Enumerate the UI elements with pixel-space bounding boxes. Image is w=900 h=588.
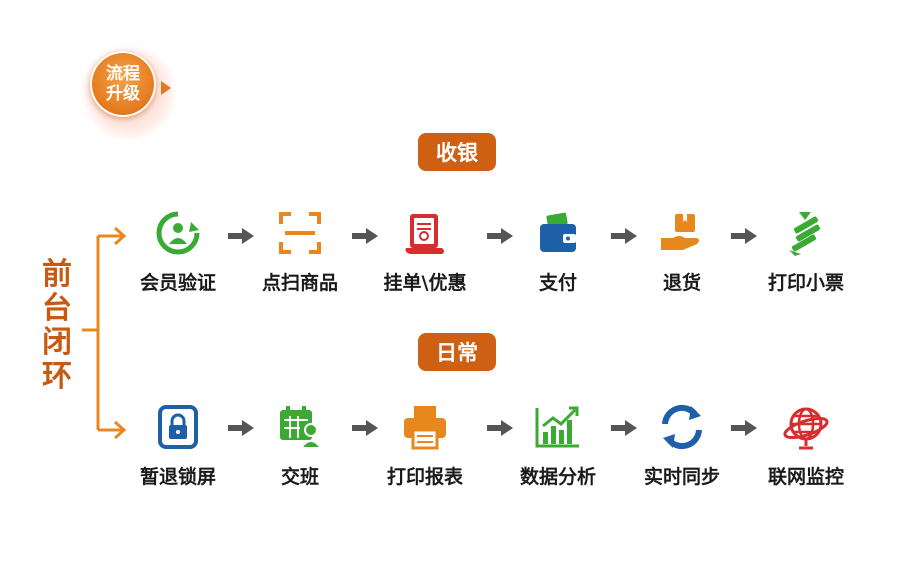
step-label: 数据分析 bbox=[519, 466, 596, 488]
lock-screen-icon bbox=[158, 405, 198, 449]
step-print-report: 打印报表 bbox=[365, 402, 485, 489]
scroll-coupon-icon bbox=[405, 214, 444, 254]
badge-circle: 流程升级 bbox=[90, 51, 171, 117]
flow-arrow-icon bbox=[487, 228, 513, 244]
step-label: 点扫商品 bbox=[261, 272, 338, 294]
step-label: 挂单\优惠 bbox=[383, 272, 467, 294]
step-label: 交班 bbox=[280, 466, 319, 488]
printer-icon bbox=[404, 406, 446, 450]
wallet-icon bbox=[540, 212, 576, 252]
section-tag-cashier: 收银 bbox=[418, 133, 496, 171]
flow-arrow-icon bbox=[352, 420, 378, 436]
step-return-goods: 退货 bbox=[622, 208, 742, 295]
sync-arrows-icon bbox=[662, 404, 702, 450]
step-label: 支付 bbox=[538, 272, 577, 294]
step-label: 退货 bbox=[662, 272, 701, 294]
step-member-verify: 会员验证 bbox=[118, 208, 238, 295]
step-print-receipt: 打印小票 bbox=[746, 208, 866, 295]
bar-chart-trend-icon bbox=[535, 406, 579, 448]
step-realtime-sync: 实时同步 bbox=[622, 402, 742, 489]
section-tag-daily: 日常 bbox=[418, 333, 496, 371]
step-label: 暂退锁屏 bbox=[139, 466, 216, 488]
member-refresh-icon bbox=[156, 211, 200, 255]
process-upgrade-badge: 流程升级 bbox=[81, 45, 177, 141]
step-pay: 支付 bbox=[498, 208, 618, 295]
step-label: 联网监控 bbox=[767, 466, 844, 488]
hand-box-icon bbox=[661, 214, 699, 250]
flow-arrow-icon bbox=[611, 228, 637, 244]
flow-arrow-icon bbox=[731, 228, 757, 244]
step-network-monitor: 联网监控 bbox=[746, 402, 866, 489]
step-label: 打印小票 bbox=[767, 272, 844, 294]
step-label: 实时同步 bbox=[643, 466, 720, 488]
shift-calendar-user-icon bbox=[280, 406, 323, 449]
badge-text: 流程升级 bbox=[106, 64, 140, 104]
step-hold-discount: 挂单\优惠 bbox=[365, 208, 485, 295]
scan-frame-icon bbox=[279, 212, 321, 254]
step-label: 会员验证 bbox=[139, 272, 216, 294]
step-lock-screen: 暂退锁屏 bbox=[118, 402, 238, 489]
globe-network-icon bbox=[783, 407, 829, 450]
flow-arrow-icon bbox=[228, 228, 254, 244]
step-shift-change: 交班 bbox=[240, 402, 360, 489]
main-title: 前台闭环 bbox=[42, 257, 72, 394]
step-data-analysis: 数据分析 bbox=[498, 402, 618, 489]
flow-arrow-icon bbox=[228, 420, 254, 436]
badge-pointer bbox=[161, 81, 171, 95]
flow-arrow-icon bbox=[731, 420, 757, 436]
step-label: 打印报表 bbox=[386, 466, 463, 488]
flow-arrow-icon bbox=[352, 228, 378, 244]
flow-arrow-icon bbox=[487, 420, 513, 436]
receipt-print-icon bbox=[789, 212, 821, 256]
flow-arrow-icon bbox=[611, 420, 637, 436]
step-scan-goods: 点扫商品 bbox=[240, 208, 360, 295]
